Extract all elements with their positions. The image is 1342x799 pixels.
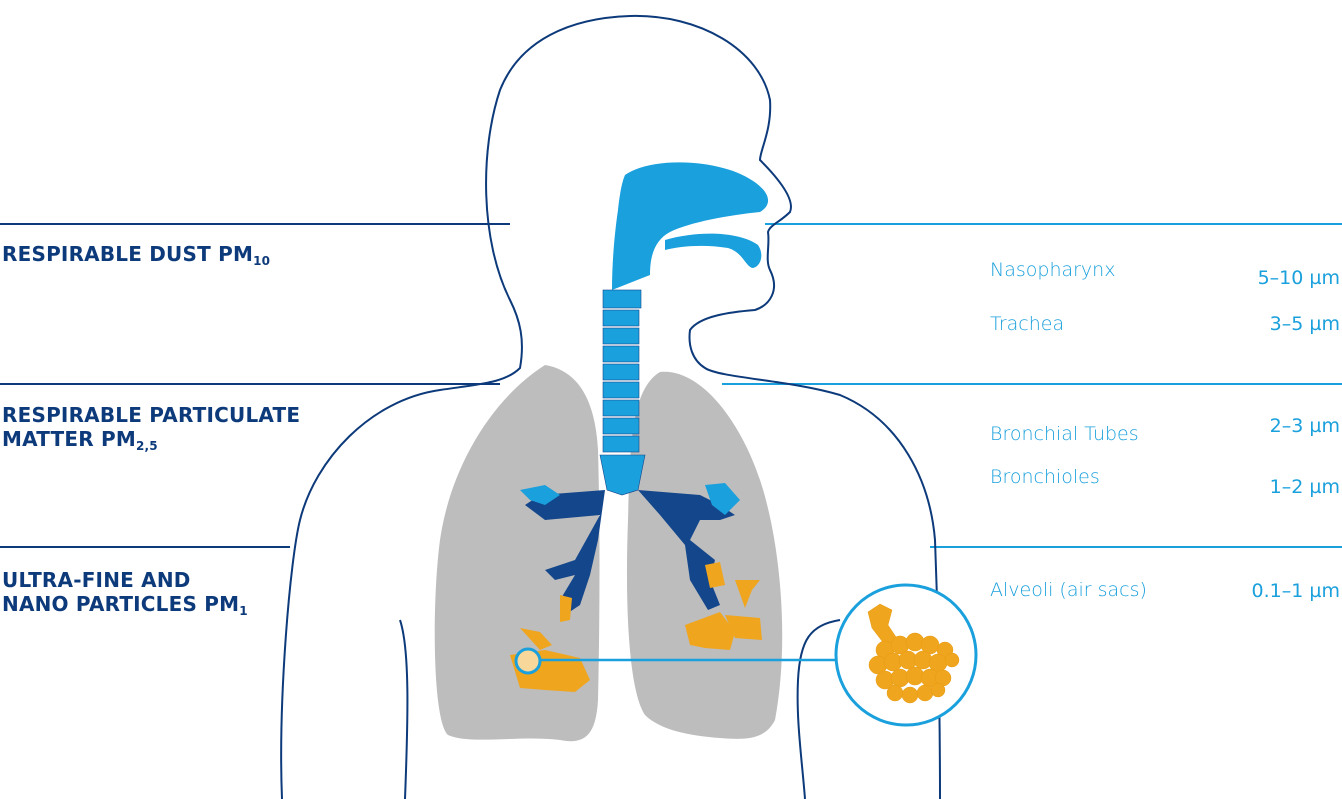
trachea	[599, 289, 646, 496]
body-outline	[280, 14, 941, 799]
region-nasopharynx: Nasopharynx	[990, 259, 1116, 281]
category-pm1-label: ULTRA-FINE AND NANO PARTICLES PM1	[2, 568, 248, 618]
size-bronchial-tubes: 2–3 µm	[1269, 415, 1340, 437]
region-trachea: Trachea	[990, 313, 1065, 335]
region-bronchioles: Bronchioles	[990, 466, 1100, 488]
left-arm-line	[399, 619, 409, 799]
size-nasopharynx: 5–10 µm	[1257, 267, 1340, 289]
size-alveoli: 0.1–1 µm	[1251, 580, 1340, 602]
region-alveoli: Alveoli (air sacs)	[990, 579, 1147, 601]
nasal-cavity	[612, 162, 769, 290]
right-divider-lines	[722, 223, 1342, 548]
region-bronchial-tubes: Bronchial Tubes	[990, 423, 1139, 445]
left-divider-lines	[0, 223, 510, 548]
alveolus-cluster-magnified	[867, 603, 960, 704]
category-pm10-label: RESPIRABLE DUST PM10	[2, 242, 271, 268]
category-pm25-label: RESPIRABLE PARTICULATE MATTER PM2,5	[2, 403, 301, 453]
left-lung	[434, 365, 600, 742]
bronchi-light	[520, 483, 740, 515]
size-trachea: 3–5 µm	[1269, 313, 1340, 335]
size-bronchioles: 1–2 µm	[1269, 476, 1340, 498]
right-arm-line	[796, 619, 841, 799]
bronchi	[525, 490, 735, 615]
magnifier-source-circle	[514, 647, 542, 675]
